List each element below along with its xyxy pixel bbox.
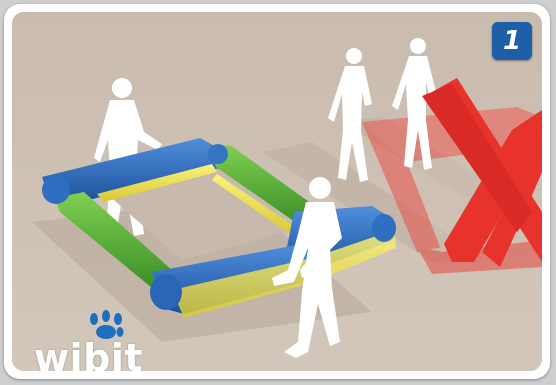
wibit-logo: wibit [34,310,144,371]
illustration-scene: 1 wibit [12,12,542,371]
step-number-badge: 1 [492,22,532,60]
instruction-card: 1 wibit [4,4,550,379]
logo-text: wibit [34,338,143,371]
